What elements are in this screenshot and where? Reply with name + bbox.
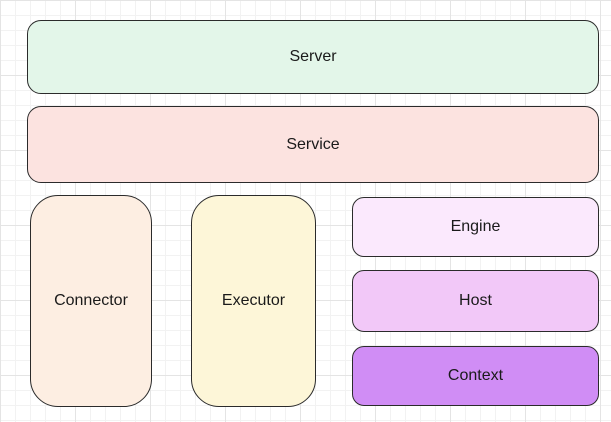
node-server-label: Server [289,48,337,65]
node-engine-label: Engine [450,218,501,235]
node-engine[interactable]: Engine [352,197,599,257]
node-service-label: Service [286,135,340,153]
node-server[interactable]: Server [27,20,599,94]
node-executor-label: Executor [221,292,286,309]
node-connector[interactable]: Connector [30,195,152,407]
node-host-label: Host [459,292,492,309]
node-context-label: Context [447,367,504,384]
node-connector-label: Connector [54,292,128,309]
node-host[interactable]: Host [352,270,599,332]
node-service[interactable]: Service [27,106,599,183]
node-executor[interactable]: Executor [191,195,316,407]
node-context[interactable]: Context [352,346,599,406]
